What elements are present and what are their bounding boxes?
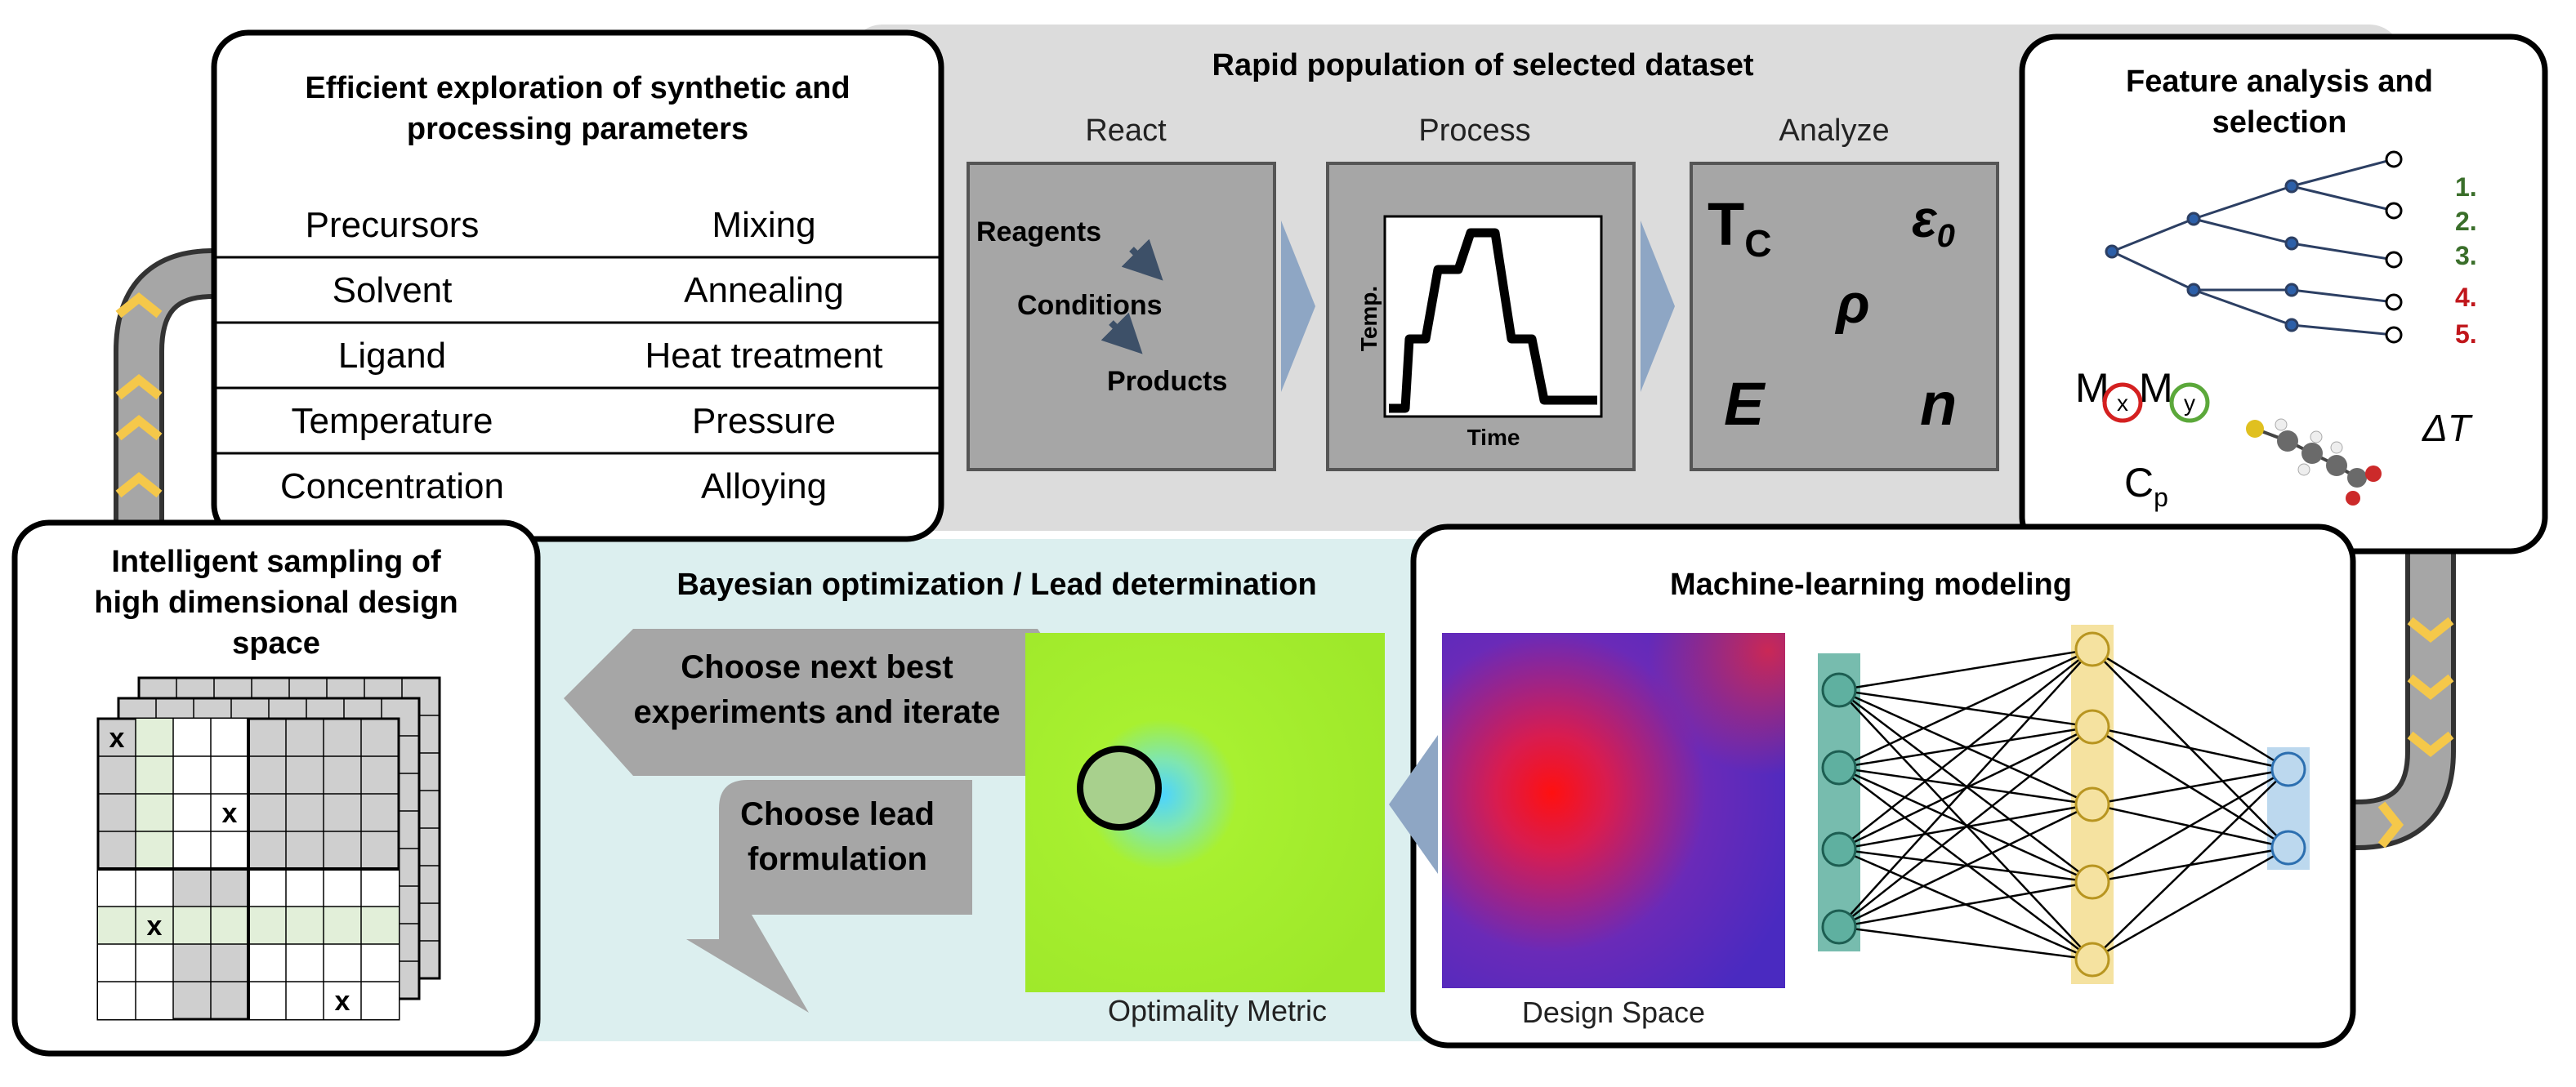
- selected-feature-icon: [2169, 382, 2210, 423]
- lead-line2: formulation: [748, 841, 927, 877]
- bayesian-title: Bayesian optimization / Lead determinati…: [676, 568, 1316, 602]
- feature-title-line1: Feature analysis and: [2126, 65, 2433, 99]
- optimality-metric-caption: Optimality Metric: [1108, 994, 1327, 1027]
- input-neuron: [1821, 831, 1857, 867]
- sampled-point-mark: x: [222, 798, 238, 829]
- n-symbol: n: [1920, 370, 1957, 438]
- react-label: React: [1085, 114, 1167, 148]
- y-subscript: y: [2184, 390, 2195, 416]
- cp-symbol: Cp: [2124, 460, 2168, 512]
- hidden-neuron: [2074, 942, 2110, 978]
- design-space-caption: Design Space: [1522, 996, 1705, 1029]
- react-panel: React Reagents Conditions Products: [967, 114, 1276, 471]
- my-symbol: M: [2139, 365, 2173, 411]
- reaction-arrow-icon: [1121, 238, 1163, 281]
- rho-symbol: ρ: [1834, 273, 1869, 335]
- decision-tree-icon: [2105, 150, 2403, 344]
- ml-title: Machine-learning modeling: [1670, 568, 2072, 602]
- parameter-cell: Pressure: [692, 401, 836, 441]
- output-neuron: [2270, 830, 2306, 866]
- parameter-cell: Concentration: [280, 466, 504, 506]
- conditions-label: Conditions: [1017, 290, 1163, 321]
- feature-rank: 1.: [2455, 172, 2477, 202]
- parameter-cell: Ligand: [338, 336, 446, 376]
- feature-rank: 2.: [2455, 207, 2477, 236]
- parameter-cell: Temperature: [291, 401, 493, 441]
- parameter-cell: Annealing: [684, 270, 844, 310]
- design-space-overlay: [1442, 633, 1785, 988]
- feature-rank: 5.: [2455, 319, 2477, 349]
- excluded-feature-icon: [2102, 382, 2143, 423]
- population-title: Rapid population of selected dataset: [1212, 48, 1754, 82]
- tc-symbol: TC: [1708, 190, 1771, 265]
- output-neuron: [2270, 751, 2306, 787]
- temperature-profile-line: [1389, 228, 1597, 413]
- input-neuron: [1821, 750, 1857, 786]
- lead-line1: Choose lead: [740, 796, 935, 832]
- reaction-arrow-icon: [1100, 312, 1143, 354]
- parameter-cell: Precursors: [306, 205, 480, 245]
- optimality-metric-map: [1025, 633, 1385, 992]
- hidden-neuron: [2074, 864, 2110, 900]
- sampled-point-mark: x: [147, 911, 163, 942]
- feature-title-line2: selection: [2212, 105, 2347, 140]
- next-experiments-line1: Choose next best: [681, 649, 953, 685]
- sampling-panel: Intelligent sampling of high dimensional…: [11, 519, 541, 1057]
- hidden-neuron: [2074, 786, 2110, 822]
- reagents-label: Reagents: [976, 216, 1101, 247]
- sampling-title-line3: space: [232, 626, 320, 661]
- e-symbol: E: [1724, 370, 1766, 438]
- chevron-down-icon: [2377, 617, 2454, 849]
- flow-arrow-icon: [1641, 221, 1675, 392]
- flow-arrow-icon: [1281, 221, 1315, 392]
- epsilon-symbol: ε0: [1912, 189, 1955, 254]
- input-neuron: [1821, 909, 1857, 945]
- sampled-point-mark: x: [109, 723, 125, 754]
- exploration-title-line1: Efficient exploration of synthetic and: [305, 71, 850, 105]
- hidden-neuron: [2074, 631, 2110, 667]
- time-axis-label: Time: [1467, 425, 1520, 450]
- analyze-label: Analyze: [1779, 114, 1889, 148]
- next-experiments-arrow: [564, 629, 1087, 776]
- model-to-metric-arrow: [1389, 735, 1438, 874]
- x-subscript: x: [2117, 390, 2128, 416]
- products-label: Products: [1107, 366, 1227, 397]
- grid-layer: x x x x: [96, 717, 400, 1021]
- input-neuron: [1821, 672, 1857, 708]
- design-grid-stack: x x x x: [96, 676, 441, 1021]
- left-loop-connector: [114, 248, 245, 555]
- delta-t-symbol: ΔT: [2422, 407, 2473, 449]
- feature-rank: 4.: [2455, 283, 2477, 312]
- process-label: Process: [1418, 114, 1530, 148]
- neural-network-icon: [1818, 625, 2310, 984]
- temperature-profile-plot: [1383, 215, 1603, 418]
- hidden-neuron: [2074, 709, 2110, 745]
- right-loop-connector: [2328, 539, 2456, 850]
- parameter-cell: Mixing: [712, 205, 815, 245]
- exploration-panel: Efficient exploration of synthetic and p…: [211, 29, 944, 542]
- chevron-up-icon: [115, 292, 163, 498]
- ml-panel: Machine-learning modeling Design Space: [1389, 523, 2356, 1049]
- exploration-title-line2: processing parameters: [407, 112, 748, 146]
- sampling-title-line1: Intelligent sampling of: [111, 545, 441, 579]
- lead-candidate-marker: [1077, 746, 1162, 831]
- parameter-cell: Heat treatment: [645, 336, 882, 376]
- sampling-title-line2: high dimensional design: [94, 586, 458, 620]
- parameter-cell: Alloying: [701, 466, 827, 506]
- feature-rank: 3.: [2455, 241, 2477, 270]
- molecule-icon: [2246, 418, 2382, 506]
- feature-panel: Feature analysis and selection: [2019, 33, 2548, 555]
- sampled-point-mark: x: [335, 986, 350, 1017]
- parameter-cell: Solvent: [333, 270, 453, 310]
- analyze-panel: Analyze TC ε0 ρ E n: [1690, 114, 1999, 471]
- lead-formulation-arrow: [686, 780, 972, 1013]
- temp-axis-label: Temp.: [1356, 286, 1382, 351]
- process-panel: Process Temp. Time: [1326, 114, 1636, 471]
- next-experiments-line2: experiments and iterate: [633, 694, 1000, 730]
